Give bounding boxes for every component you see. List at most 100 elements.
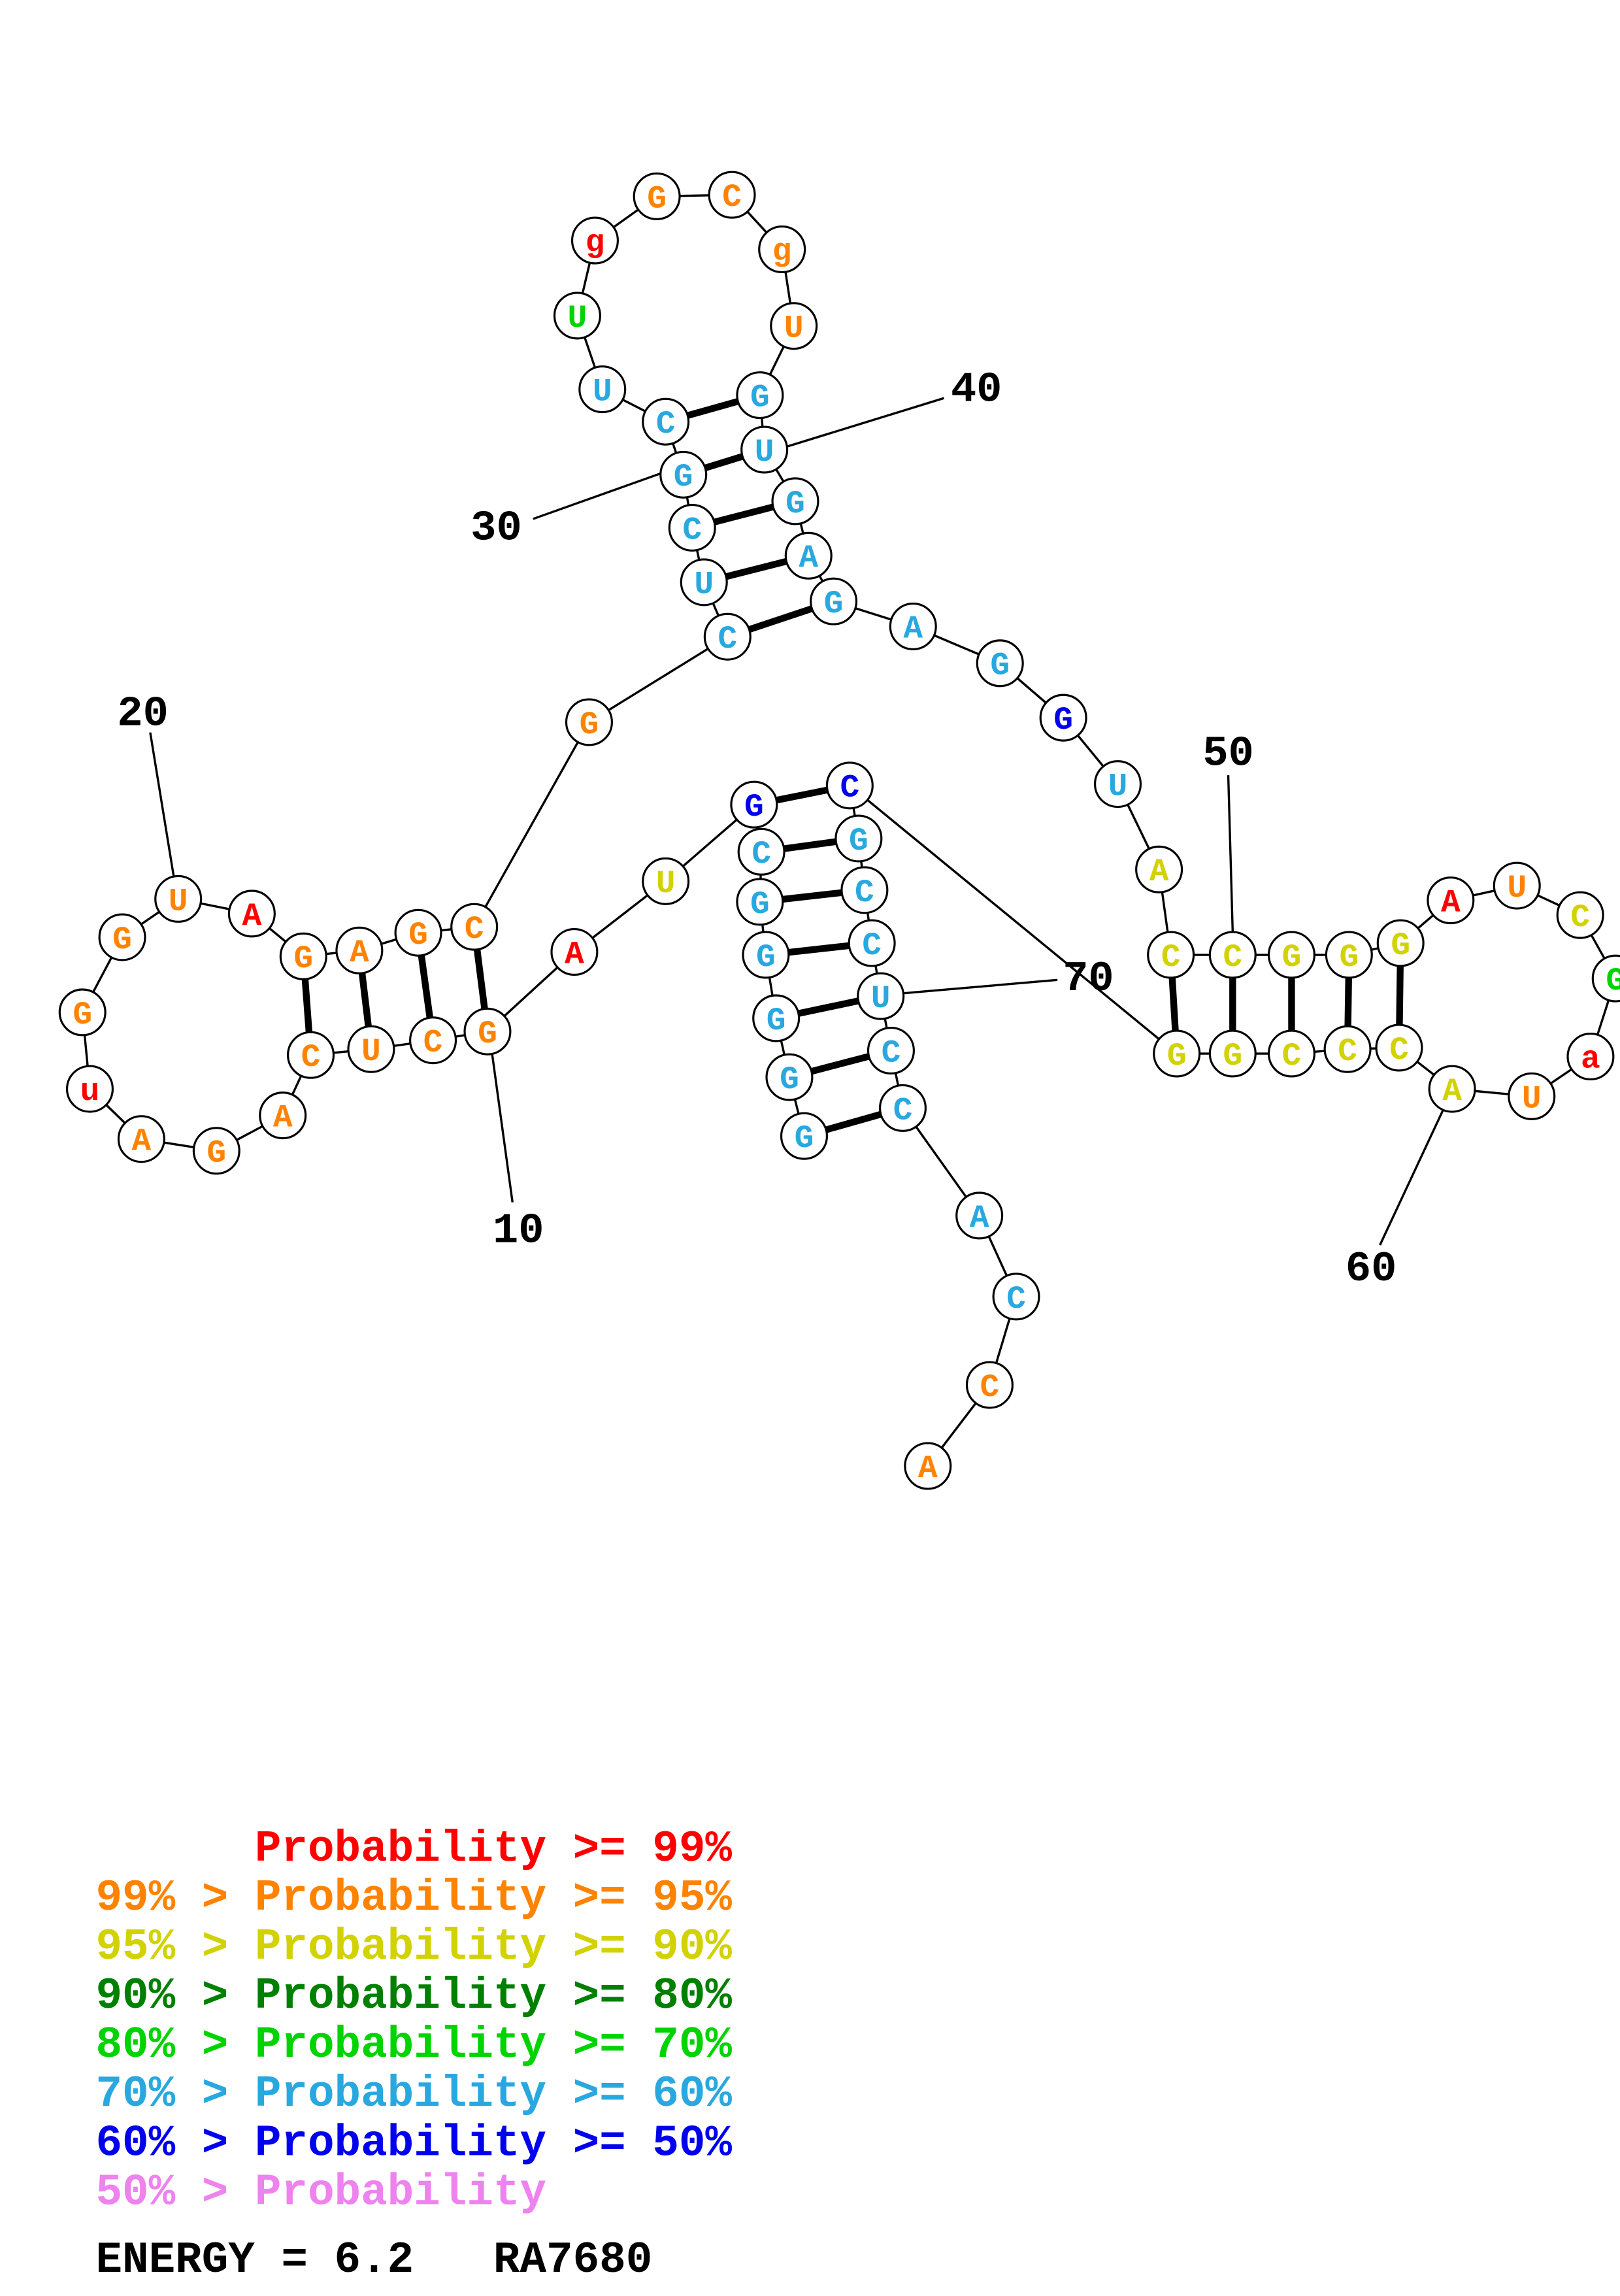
nucleotide-circle [1591, 954, 1620, 1003]
nucleotide-base: G [756, 939, 776, 976]
nucleotide-base: A [565, 936, 584, 973]
nucleotide-69: C [848, 919, 896, 967]
nucleotide-circle [1325, 931, 1373, 979]
nucleotide-base: C [423, 1025, 443, 1061]
nucleotide-45: G [976, 639, 1024, 688]
nucleotide-56: C [1556, 891, 1604, 939]
nucleotide-base: G [1223, 1038, 1242, 1074]
nucleotide-circle [680, 558, 728, 607]
nucleotide-31: C [642, 397, 690, 446]
nucleotide-10: G [463, 1007, 512, 1056]
nucleotide-circle [394, 908, 442, 957]
legend-line: 70% > Probability >= 60% [95, 2070, 732, 2120]
nucleotide-52: G [1325, 931, 1373, 979]
nucleotide-base: G [73, 997, 92, 1033]
nucleotide-25: C [450, 903, 499, 951]
nucleotide-base: C [1282, 1038, 1302, 1074]
nucleotide-circle [279, 932, 327, 980]
nucleotide-38: U [770, 302, 818, 350]
backbone-segment [588, 635, 729, 724]
nucleotide-base: C [682, 512, 702, 548]
nucleotide-22: G [279, 932, 327, 980]
nucleotide-58: a [1566, 1033, 1615, 1081]
nucleotide-circle [742, 931, 790, 979]
nucleotide-29: C [668, 503, 716, 552]
nucleotide-39: G [736, 371, 784, 420]
legend-line: 95% > Probability >= 90% [95, 1923, 732, 1972]
nucleotide-base: A [273, 1100, 293, 1137]
nucleotide-circle [450, 903, 499, 951]
nucleotide-base: G [1053, 702, 1073, 739]
nucleotide-circle [1153, 1029, 1201, 1078]
nucleotide-base: G [1606, 963, 1620, 999]
nucleotide-51: G [1267, 931, 1315, 979]
nucleotide-base: U [361, 1033, 381, 1070]
nucleotide-circle [784, 531, 833, 580]
nucleotide-circle [737, 827, 785, 876]
nucleotide-circle [780, 1112, 828, 1160]
label-pointer-line [904, 978, 1058, 995]
nucleotide-base: U [568, 300, 587, 337]
nucleotide-base: A [131, 1123, 151, 1160]
nucleotide-73: A [955, 1191, 1004, 1240]
position-label-50: 50 [1202, 729, 1253, 778]
nucleotide-base: U [755, 434, 774, 471]
nucleotide-circle [1323, 1025, 1372, 1073]
nucleotide-17: u [65, 1065, 114, 1113]
nucleotide-2: G [765, 1053, 814, 1101]
nucleotide-12: U [347, 1025, 395, 1073]
nucleotide-base: U [656, 865, 676, 902]
nucleotide-base: U [1522, 1080, 1542, 1117]
nucleotide-base: G [767, 1003, 786, 1039]
nucleotide-62: C [1323, 1025, 1372, 1073]
nucleotide-circle [259, 1091, 307, 1140]
label-pointer-line [1379, 1108, 1445, 1246]
nucleotide-1: G [780, 1112, 828, 1160]
nucleotide-base: C [1006, 1281, 1026, 1318]
nucleotide-16: A [117, 1115, 165, 1163]
nucleotide-circle [565, 698, 613, 746]
nucleotide-base: U [169, 883, 188, 920]
nucleotide-circle [1508, 1072, 1556, 1120]
legend-line: 99% > Probability >= 95% [95, 1874, 732, 1923]
nucleotide-base: C [656, 406, 676, 442]
nucleotide-base: G [744, 789, 764, 825]
backbone-segment [473, 722, 590, 928]
nucleotide-base: U [1507, 870, 1527, 907]
nucleotide-circle [633, 172, 681, 220]
nucleotide-circle [740, 425, 789, 474]
nucleotide-50: C [1208, 931, 1257, 979]
nucleotide-11: C [409, 1016, 457, 1065]
nucleotide-circle [889, 602, 937, 650]
nucleotide-base: G [580, 707, 599, 743]
nucleotide-circle [570, 216, 619, 265]
nucleotide-circle [578, 365, 627, 414]
nucleotide-base: a [1581, 1040, 1600, 1077]
nucleotide-49: C [1147, 931, 1195, 979]
nucleotide-36: C [708, 171, 756, 219]
nucleotide-base: C [752, 836, 771, 873]
nucleotide-base: A [970, 1200, 989, 1237]
nucleotide-circle [1428, 1065, 1476, 1113]
backbone-segment [849, 784, 1178, 1055]
label-pointer-line [1227, 775, 1234, 932]
nucleotide-base: C [1570, 899, 1590, 936]
nucleotide-circle [703, 612, 752, 661]
nucleotide-base: G [750, 380, 770, 416]
nucleotide-circle [659, 450, 708, 499]
legend-line: 50% > Probability [95, 2168, 546, 2218]
nucleotide-circle [192, 1127, 240, 1175]
nucleotide-9: A [550, 928, 599, 976]
nucleotide-54: A [1427, 876, 1475, 925]
nucleotide-6: C [737, 827, 785, 876]
nucleotide-base: G [1391, 927, 1410, 964]
nucleotide-7: G [730, 780, 778, 829]
nucleotide-circle [65, 1065, 114, 1113]
nucleotide-26: G [565, 698, 613, 746]
nucleotide-46: G [1039, 693, 1087, 742]
nucleotide-23: A [335, 926, 384, 974]
nucleotide-63: C [1267, 1029, 1315, 1078]
nucleotide-18: G [58, 988, 107, 1037]
nucleotide-base: C [1338, 1033, 1357, 1070]
